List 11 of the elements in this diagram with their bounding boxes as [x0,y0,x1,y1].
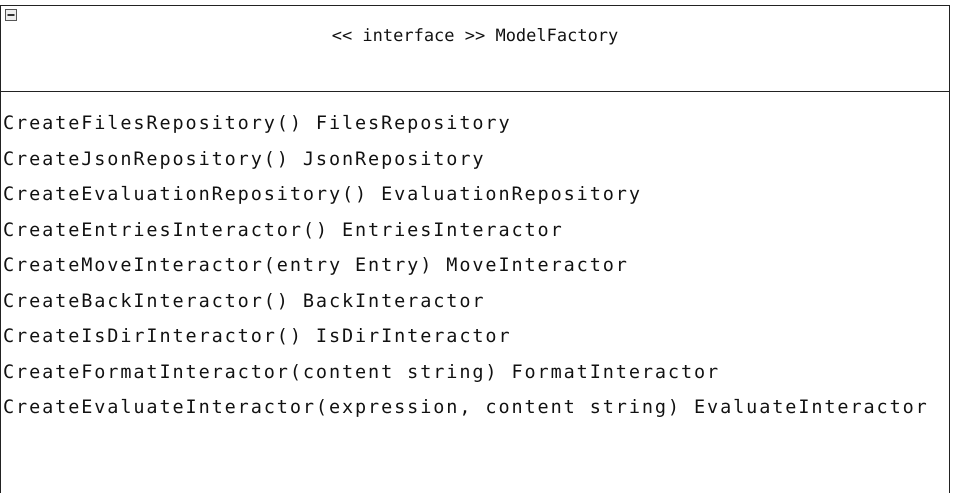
method-signature: CreateFormatInteractor(content string) FormatInteractor [3,360,720,384]
method-signature: CreateIsDirInteractor() IsDirInteractor [3,325,512,349]
class-name: << interface >> ModelFactory [330,26,620,47]
class-box [0,5,950,493]
method-signature: CreateJsonRepository() JsonRepository [3,148,486,172]
method-signature: CreateFilesRepository() FilesRepository [3,112,512,136]
method-signature: CreateMoveInteractor(entry Entry) MoveInteractor [3,254,629,278]
method-signature: CreateEvaluateInteractor(expression, content string) EvaluateInteractor [3,396,929,420]
method-signature: CreateBackInteractor() BackInteractor [3,290,486,314]
method-signature: CreateEvaluationRepository() EvaluationRepository [3,183,642,207]
method-signature: CreateEntriesInteractor() EntriesInteractor [3,218,564,242]
